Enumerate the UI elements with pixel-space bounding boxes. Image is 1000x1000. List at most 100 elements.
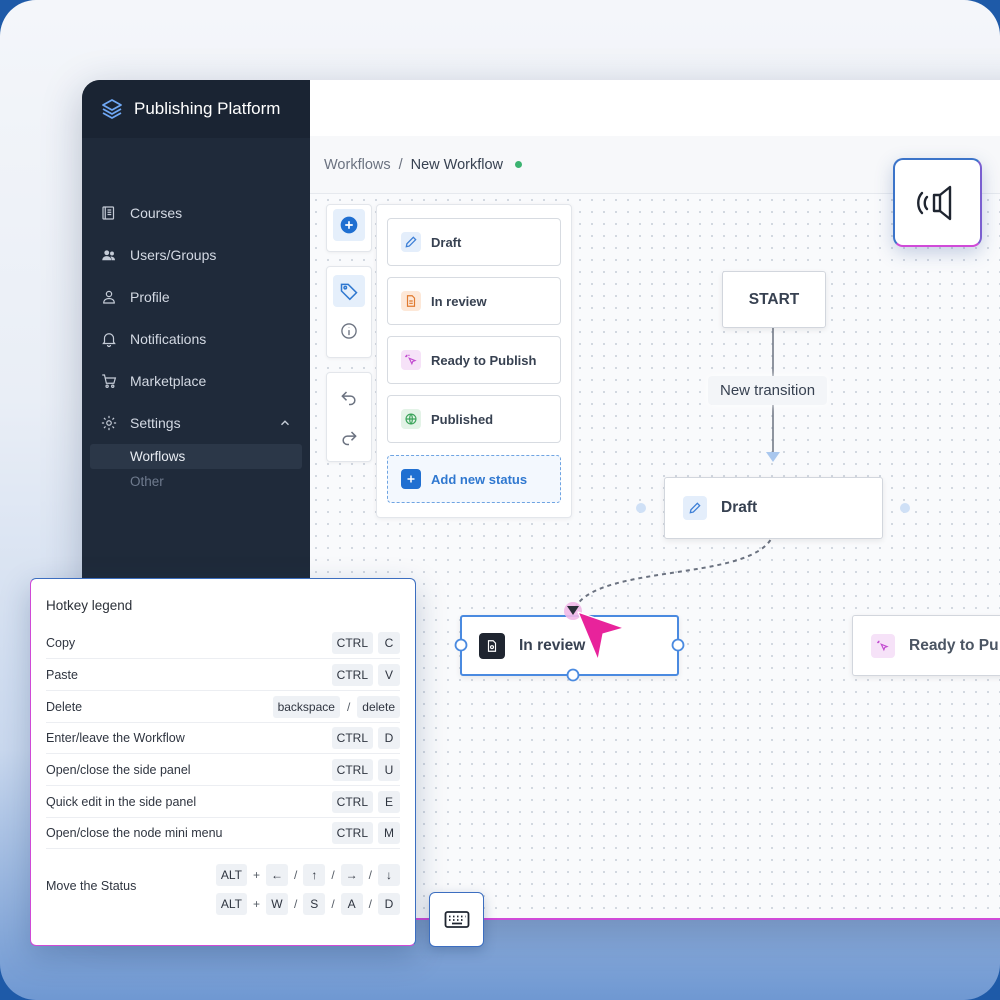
- chevron-up-icon[interactable]: [278, 416, 292, 430]
- pencil-icon: [401, 232, 421, 252]
- hotkey-label: Quick edit in the side panel: [46, 795, 197, 809]
- saved-status-dot: [515, 161, 523, 168]
- key: W: [265, 893, 288, 915]
- hotkey-keys-move-wasd: ALT + W / S / A / D: [215, 893, 400, 915]
- hotkey-label: Delete: [46, 700, 83, 714]
- key: ALT: [215, 893, 247, 915]
- layers-icon: [102, 99, 122, 119]
- key: CTRL: [331, 759, 373, 781]
- sidebar-item-courses[interactable]: Courses: [82, 192, 310, 234]
- keyboard-icon: [444, 910, 469, 928]
- breadcrumb-root[interactable]: Workflows: [324, 156, 391, 173]
- user-icon: [103, 290, 115, 304]
- status-item-label: Ready to Publish: [431, 352, 537, 368]
- sidebar-item-settings[interactable]: Settings: [82, 402, 310, 444]
- status-item-in-review[interactable]: In review: [387, 277, 561, 325]
- key: →: [340, 864, 363, 886]
- keyboard-legend-button[interactable]: [429, 892, 484, 947]
- key-separator: /: [368, 868, 372, 882]
- sidebar-subitem-workflows[interactable]: Worflows: [90, 444, 302, 469]
- add-node-button[interactable]: [333, 209, 365, 241]
- key: E: [378, 791, 400, 813]
- plus-icon: [401, 469, 421, 489]
- ready-to-publish-node[interactable]: Ready to Pu: [852, 615, 1000, 676]
- start-node-label: START: [748, 290, 800, 308]
- sidebar-item-label: Users/Groups: [130, 247, 217, 263]
- transition-label[interactable]: New transition: [708, 376, 828, 405]
- draft-node[interactable]: Draft: [664, 477, 883, 539]
- sidebar-subitem-other[interactable]: Other: [130, 474, 164, 489]
- key-separator: /: [293, 868, 298, 882]
- key: U: [378, 759, 400, 781]
- cart-icon: [102, 374, 117, 388]
- key-separator: +: [252, 897, 260, 911]
- document-icon: [401, 291, 421, 311]
- book-icon: [102, 206, 115, 220]
- in-review-node-label: In review: [519, 636, 586, 654]
- key: D: [378, 727, 400, 749]
- brand[interactable]: Publishing Platform: [82, 80, 310, 138]
- sidebar-item-marketplace[interactable]: Marketplace: [82, 360, 310, 402]
- redo-icon: [342, 431, 357, 446]
- key-separator: /: [293, 897, 298, 911]
- hotkey-label: Enter/leave the Workflow: [46, 731, 185, 745]
- sidebar-item-notifications[interactable]: Notifications: [82, 318, 310, 360]
- tag-button[interactable]: [333, 275, 365, 307]
- status-item-draft[interactable]: Draft: [387, 218, 561, 266]
- key: ←: [265, 864, 288, 886]
- key: M: [378, 822, 400, 844]
- sidebar-item-profile[interactable]: Profile: [82, 276, 310, 318]
- key: ↓: [378, 864, 400, 886]
- sidebar-item-label: Profile: [130, 289, 170, 305]
- undo-button[interactable]: [333, 381, 365, 413]
- key: D: [378, 893, 400, 915]
- breadcrumb-current: New Workflow: [410, 156, 504, 173]
- app-title: Publishing Platform: [134, 99, 281, 118]
- hotkey-label-move: Move the Status: [46, 879, 137, 893]
- undo-icon: [341, 391, 356, 406]
- status-item-label: Published: [431, 411, 494, 427]
- add-new-status-button[interactable]: Add new status: [387, 455, 561, 503]
- key: CTRL: [331, 632, 373, 654]
- key: S: [303, 893, 326, 915]
- tag-icon: [340, 283, 358, 301]
- key: delete: [357, 696, 400, 718]
- key: CTRL: [331, 664, 373, 686]
- key-separator: /: [331, 868, 335, 882]
- globe-icon: [401, 409, 421, 429]
- hotkey-label: Open/close the node mini menu: [46, 826, 223, 840]
- sidebar-item-label: Courses: [130, 205, 183, 221]
- key: CTRL: [331, 727, 373, 749]
- ready-node-label: Ready to Pu: [909, 636, 999, 654]
- status-item-ready-to-publish[interactable]: Ready to Publish: [387, 336, 561, 384]
- hotkey-keys: backspace/delete: [272, 696, 400, 718]
- redo-button[interactable]: [333, 421, 365, 453]
- in-review-node[interactable]: In review: [460, 615, 679, 676]
- sidebar-item-label: Notifications: [130, 331, 207, 347]
- status-item-published[interactable]: Published: [387, 395, 561, 443]
- cursor-click-icon: [401, 350, 421, 370]
- sidebar-nav: Courses Users/Groups Profile Notificatio…: [82, 138, 310, 494]
- key: CTRL: [331, 822, 373, 844]
- key: ALT: [215, 864, 247, 886]
- document-icon: [479, 632, 505, 659]
- sidebar-item-users-groups[interactable]: Users/Groups: [82, 234, 310, 276]
- info-button[interactable]: [333, 315, 365, 347]
- start-node[interactable]: START: [722, 271, 826, 328]
- key: A: [340, 893, 363, 915]
- audio-button[interactable]: [893, 158, 982, 247]
- cursor-click-icon: [871, 633, 895, 658]
- plus-circle-icon: [340, 216, 358, 234]
- hotkey-legend-title: Hotkey legend: [46, 598, 133, 613]
- hotkey-keys-move-arrows: ALT + ← / ↑ / → / ↓: [215, 864, 400, 886]
- top-bar: [310, 80, 1000, 136]
